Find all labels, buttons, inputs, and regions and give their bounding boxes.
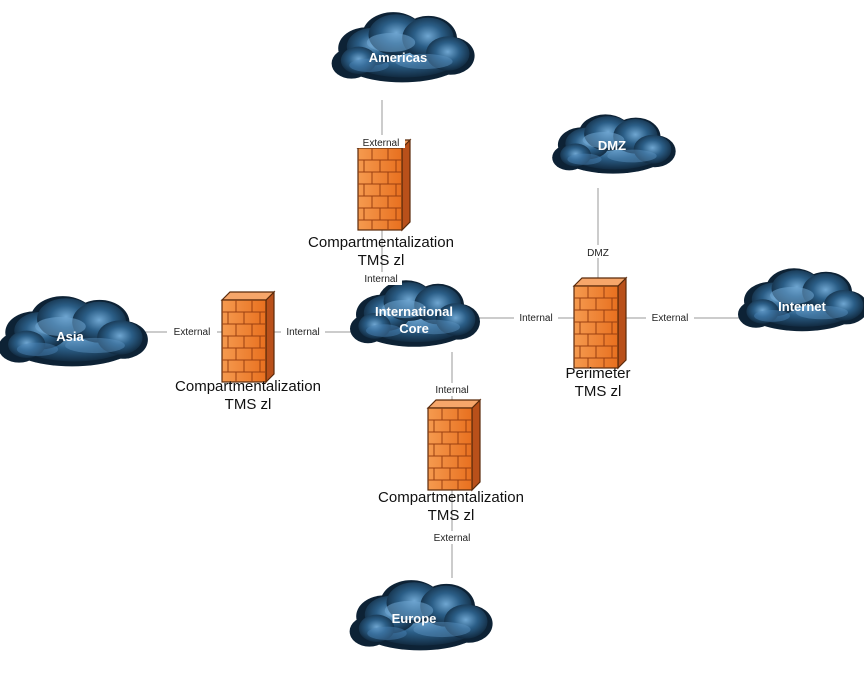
link-label-asia-external: External bbox=[174, 327, 211, 338]
cloud-label-asia: Asia bbox=[56, 329, 84, 344]
firewall-west-label-line1: Compartmentalization bbox=[175, 378, 321, 395]
firewall-north-label-line1: Compartmentalization bbox=[308, 234, 454, 251]
cloud-americas bbox=[331, 12, 475, 83]
link-label-europe-external: External bbox=[434, 533, 471, 544]
link-label-perimeter-internet-external: External bbox=[652, 313, 689, 324]
cloud-label-core-line2: Core bbox=[399, 321, 429, 336]
firewall-west-icon bbox=[221, 291, 275, 383]
link-label-west-internal: Internal bbox=[286, 327, 319, 338]
firewall-perimeter-label-line2: TMS zl bbox=[575, 383, 622, 400]
firewall-north-icon bbox=[357, 139, 411, 231]
cloud-label-americas: Americas bbox=[369, 50, 428, 65]
firewall-south-label-line1: Compartmentalization bbox=[378, 489, 524, 506]
cloud-label-core-line1: International bbox=[375, 304, 453, 319]
firewall-north-label-line2: TMS zl bbox=[358, 252, 405, 269]
link-label-south-internal: Internal bbox=[435, 385, 468, 396]
link-label-dmz: DMZ bbox=[587, 248, 609, 259]
link-label-core-perimeter-internal: Internal bbox=[519, 313, 552, 324]
cloud-label-europe: Europe bbox=[392, 611, 437, 626]
cloud-label-internet: Internet bbox=[778, 299, 826, 314]
firewall-west-label-line2: TMS zl bbox=[225, 396, 272, 413]
firewall-south-label-line2: TMS zl bbox=[428, 507, 475, 524]
link-label-americas-external: External bbox=[363, 138, 400, 149]
firewall-perimeter-icon bbox=[573, 277, 627, 369]
firewall-south-icon bbox=[427, 399, 481, 491]
firewall-perimeter-label-line1: Perimeter bbox=[565, 365, 630, 382]
cloud-label-dmz: DMZ bbox=[598, 138, 626, 153]
link-label-north-internal: Internal bbox=[364, 274, 397, 285]
